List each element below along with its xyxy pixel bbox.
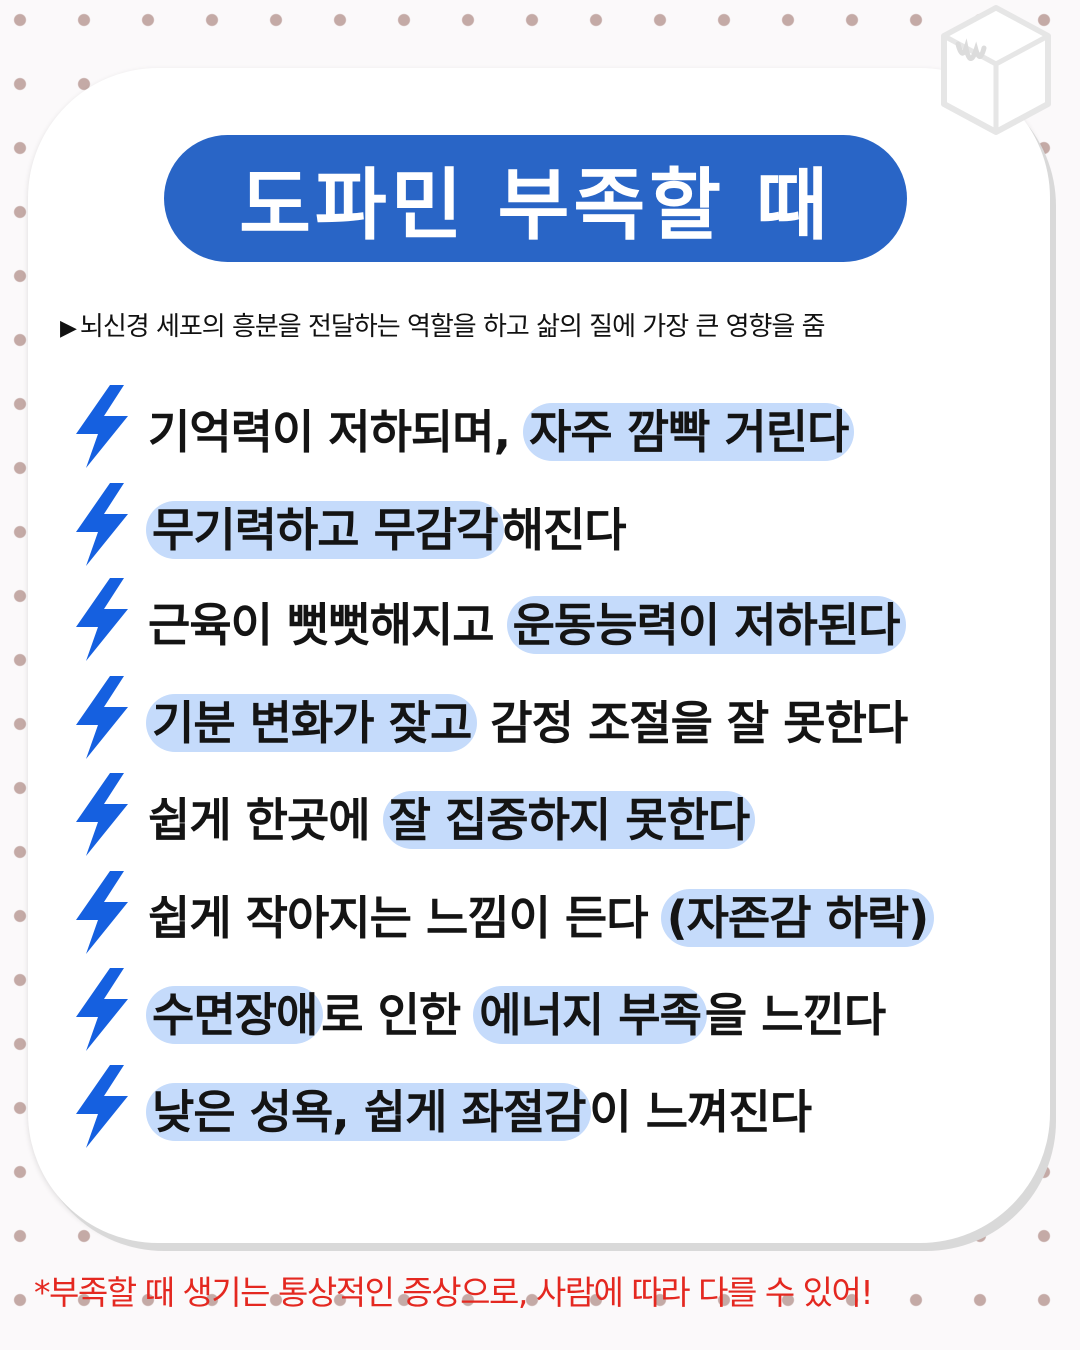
lightning-bolt-icon xyxy=(76,1065,128,1148)
list-item: 쉽게 작아지는 느낌이 든다 (자존감 하락) xyxy=(70,868,1060,958)
content-card xyxy=(28,68,1050,1243)
item-text: 이 느껴진다 xyxy=(589,1085,812,1139)
page-title: 도파민 부족할 때 xyxy=(239,160,832,251)
item-text: 해진다 xyxy=(501,503,627,557)
item-highlight: 잘 집중하지 못한다 xyxy=(382,791,756,849)
item-highlight: 자주 깜빡 거린다 xyxy=(523,403,855,461)
item-highlight: 수면장애 xyxy=(146,986,324,1044)
lightning-bolt-icon xyxy=(76,871,128,954)
item-highlight: 낮은 성욕, 쉽게 좌절감 xyxy=(146,1083,592,1141)
lightning-bolt-icon xyxy=(76,483,128,566)
item-text: 감정 조절을 잘 못한다 xyxy=(475,696,908,750)
subtitle: ▶뇌신경 세포의 흥분을 전달하는 역할을 하고 삶의 질에 가장 큰 영향을 … xyxy=(60,306,1050,343)
lightning-bolt-icon xyxy=(76,773,128,856)
item-highlight: (자존감 하락) xyxy=(660,889,935,947)
triangle-marker-icon: ▶ xyxy=(60,316,77,341)
list-item: 기억력이 저하되며, 자주 깜빡 거린다 xyxy=(70,382,1060,472)
title-banner: 도파민 부족할 때 xyxy=(164,135,907,262)
item-text: 기억력이 저하되며, xyxy=(148,405,526,459)
subtitle-text: 뇌신경 세포의 흥분을 전달하는 역할을 하고 삶의 질에 가장 큰 영향을 줌 xyxy=(79,312,826,342)
lightning-bolt-icon xyxy=(76,968,128,1051)
list-item: 기분 변화가 잦고 감정 조절을 잘 못한다 xyxy=(70,673,1060,763)
list-item: 수면장애로 인한 에너지 부족을 느낀다 xyxy=(70,965,1060,1055)
lightning-bolt-icon xyxy=(76,676,128,759)
cube-logo-icon xyxy=(941,5,1051,135)
item-text: 쉽게 작아지는 느낌이 든다 xyxy=(148,891,663,945)
list-item: 쉽게 한곳에 잘 집중하지 못한다 xyxy=(70,770,1060,860)
item-highlight: 기분 변화가 잦고 xyxy=(146,694,478,752)
lightning-bolt-icon xyxy=(76,578,128,661)
item-highlight: 무기력하고 무감각 xyxy=(146,501,504,559)
item-text: 쉽게 한곳에 xyxy=(148,793,385,847)
footer-note: *부족할 때 생기는 통상적인 증상으로, 사람에 따라 다를 수 있어! xyxy=(34,1273,874,1312)
item-highlight: 운동능력이 저하된다 xyxy=(506,596,906,654)
lightning-bolt-icon xyxy=(76,385,128,468)
item-text: 을 느낀다 xyxy=(704,988,886,1042)
list-item: 근육이 뻣뻣해지고 운동능력이 저하된다 xyxy=(70,575,1060,665)
item-text: 근육이 뻣뻣해지고 xyxy=(148,598,509,652)
list-item: 무기력하고 무감각해진다 xyxy=(70,480,1060,570)
item-text: 로 인한 xyxy=(321,988,476,1042)
item-highlight: 에너지 부족 xyxy=(473,986,707,1044)
list-item: 낮은 성욕, 쉽게 좌절감이 느껴진다 xyxy=(70,1062,1060,1152)
